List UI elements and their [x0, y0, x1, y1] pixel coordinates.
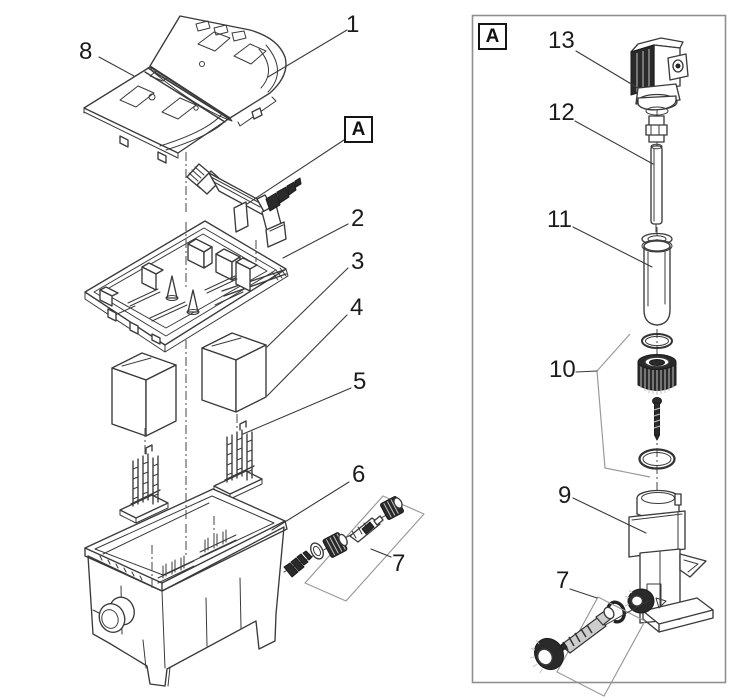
callout-part-8: 8: [79, 38, 93, 65]
quartz-sleeve: [641, 239, 673, 326]
bayonet-kit: [596, 333, 677, 478]
uvc-lamp: [650, 143, 663, 233]
lid-right-half: [144, 15, 287, 127]
callout-part-3: 3: [351, 248, 365, 275]
callout-part-6: 6: [352, 461, 366, 488]
callout-part-12: 12: [548, 99, 575, 126]
callout-part-7-detail: 7: [556, 567, 570, 594]
container-spigot: [98, 596, 135, 633]
callout-part-5: 5: [353, 368, 367, 395]
callout-part-13: 13: [548, 27, 575, 54]
c-clip: [606, 600, 626, 624]
inner-tray: [84, 220, 289, 353]
hose-fittings-inset: [283, 495, 425, 602]
tray-baffles: [99, 238, 258, 307]
panel-marker-a: A: [478, 23, 507, 50]
bayonet-screw: [652, 397, 662, 441]
callout-part-11: 11: [547, 206, 572, 233]
uvc-housing: [624, 489, 714, 633]
callout-part-2: 2: [351, 205, 365, 232]
uvc-head: [630, 37, 689, 143]
uvc-unit-main: [186, 163, 302, 248]
panel-border: [471, 14, 727, 684]
callout-part-4: 4: [350, 294, 364, 321]
callout-part-1: 1: [346, 11, 360, 38]
callout-part-9: 9: [558, 482, 572, 509]
center-dash-lines: [144, 152, 257, 588]
foam-holder-left: [119, 444, 169, 524]
hose-fitting-kit: [529, 596, 649, 697]
detail-panel-a: [471, 14, 727, 697]
filter-container: [84, 488, 288, 687]
main-exploded-view: [83, 15, 425, 687]
main-leader-lines: [98, 29, 392, 558]
o-ring-upper: [641, 333, 673, 349]
detail-marker-a: A: [344, 116, 373, 143]
filter-foam-left: [111, 352, 177, 437]
foam-holder-right: [213, 420, 263, 500]
detail-leader-lines: [569, 50, 654, 599]
tray-cones: [165, 275, 200, 315]
filter-foam-right: [201, 332, 267, 413]
callout-part-7-main: 7: [392, 550, 406, 577]
callout-part-10: 10: [549, 356, 576, 383]
